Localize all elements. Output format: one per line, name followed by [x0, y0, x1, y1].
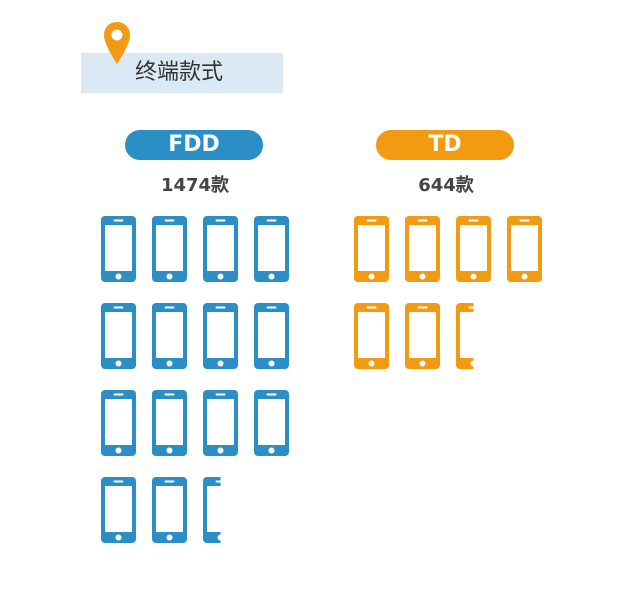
fdd-phone-icon-11 — [203, 390, 238, 456]
fdd-phone-icon-13 — [101, 477, 136, 543]
map-pin-icon — [104, 22, 130, 64]
td-label: TD — [376, 130, 514, 160]
fdd-phone-icon-9 — [101, 390, 136, 456]
fdd-phone-icon-15 — [203, 477, 221, 543]
td-phone-icon-3 — [456, 216, 491, 282]
td-phone-icon-2 — [405, 216, 440, 282]
fdd-phone-icon-6 — [152, 303, 187, 369]
fdd-phone-icon-8 — [254, 303, 289, 369]
fdd-phone-icon-4 — [254, 216, 289, 282]
page-title: 终端款式 — [135, 60, 224, 85]
td-phone-icon-5 — [354, 303, 389, 369]
fdd-phone-icon-1 — [101, 216, 136, 282]
fdd-phone-icon-12 — [254, 390, 289, 456]
fdd-phone-icon-3 — [203, 216, 238, 282]
fdd-phone-icon-10 — [152, 390, 187, 456]
fdd-phone-icon-2 — [152, 216, 187, 282]
td-count: 644款 — [418, 175, 474, 196]
td-phone-icon-1 — [354, 216, 389, 282]
fdd-phone-icon-14 — [152, 477, 187, 543]
fdd-label: FDD — [125, 130, 263, 160]
td-phone-icon-4 — [507, 216, 542, 282]
td-phone-icon-7 — [456, 303, 474, 369]
fdd-count: 1474款 — [160, 175, 230, 196]
fdd-phone-icon-5 — [101, 303, 136, 369]
td-phone-icon-6 — [405, 303, 440, 369]
fdd-phone-icon-7 — [203, 303, 238, 369]
